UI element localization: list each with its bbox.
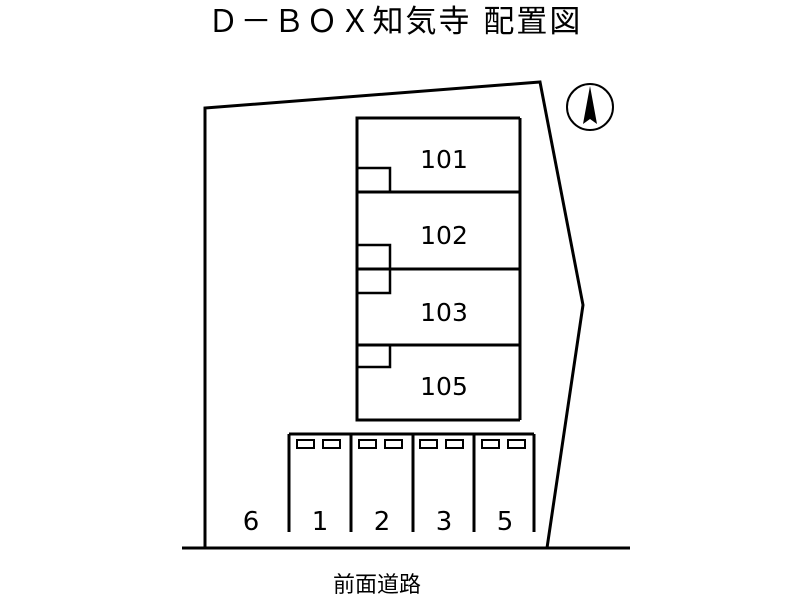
lot-boundary	[203, 80, 585, 549]
north-arrow-icon	[566, 83, 614, 131]
parking-number-2: 2	[374, 507, 391, 537]
building	[355, 116, 522, 422]
parking-number-1: 1	[312, 507, 329, 537]
entrance-notch	[355, 243, 392, 295]
page-title: Ｄ－ＢＯＸ知気寺 配置図	[208, 4, 583, 40]
parking-area	[287, 432, 536, 532]
unit-label-101: 101	[420, 145, 468, 174]
entrance-notch	[355, 343, 392, 369]
parking-number-3: 3	[436, 507, 453, 537]
unit-label-103: 103	[420, 298, 468, 327]
unit-label-102: 102	[420, 221, 468, 250]
front-road-label: 前面道路	[333, 573, 421, 598]
entrance-notch	[355, 166, 392, 194]
parking-number-6: 6	[243, 507, 260, 537]
unit-label-105: 105	[420, 372, 468, 401]
parking-number-5: 5	[497, 507, 514, 537]
